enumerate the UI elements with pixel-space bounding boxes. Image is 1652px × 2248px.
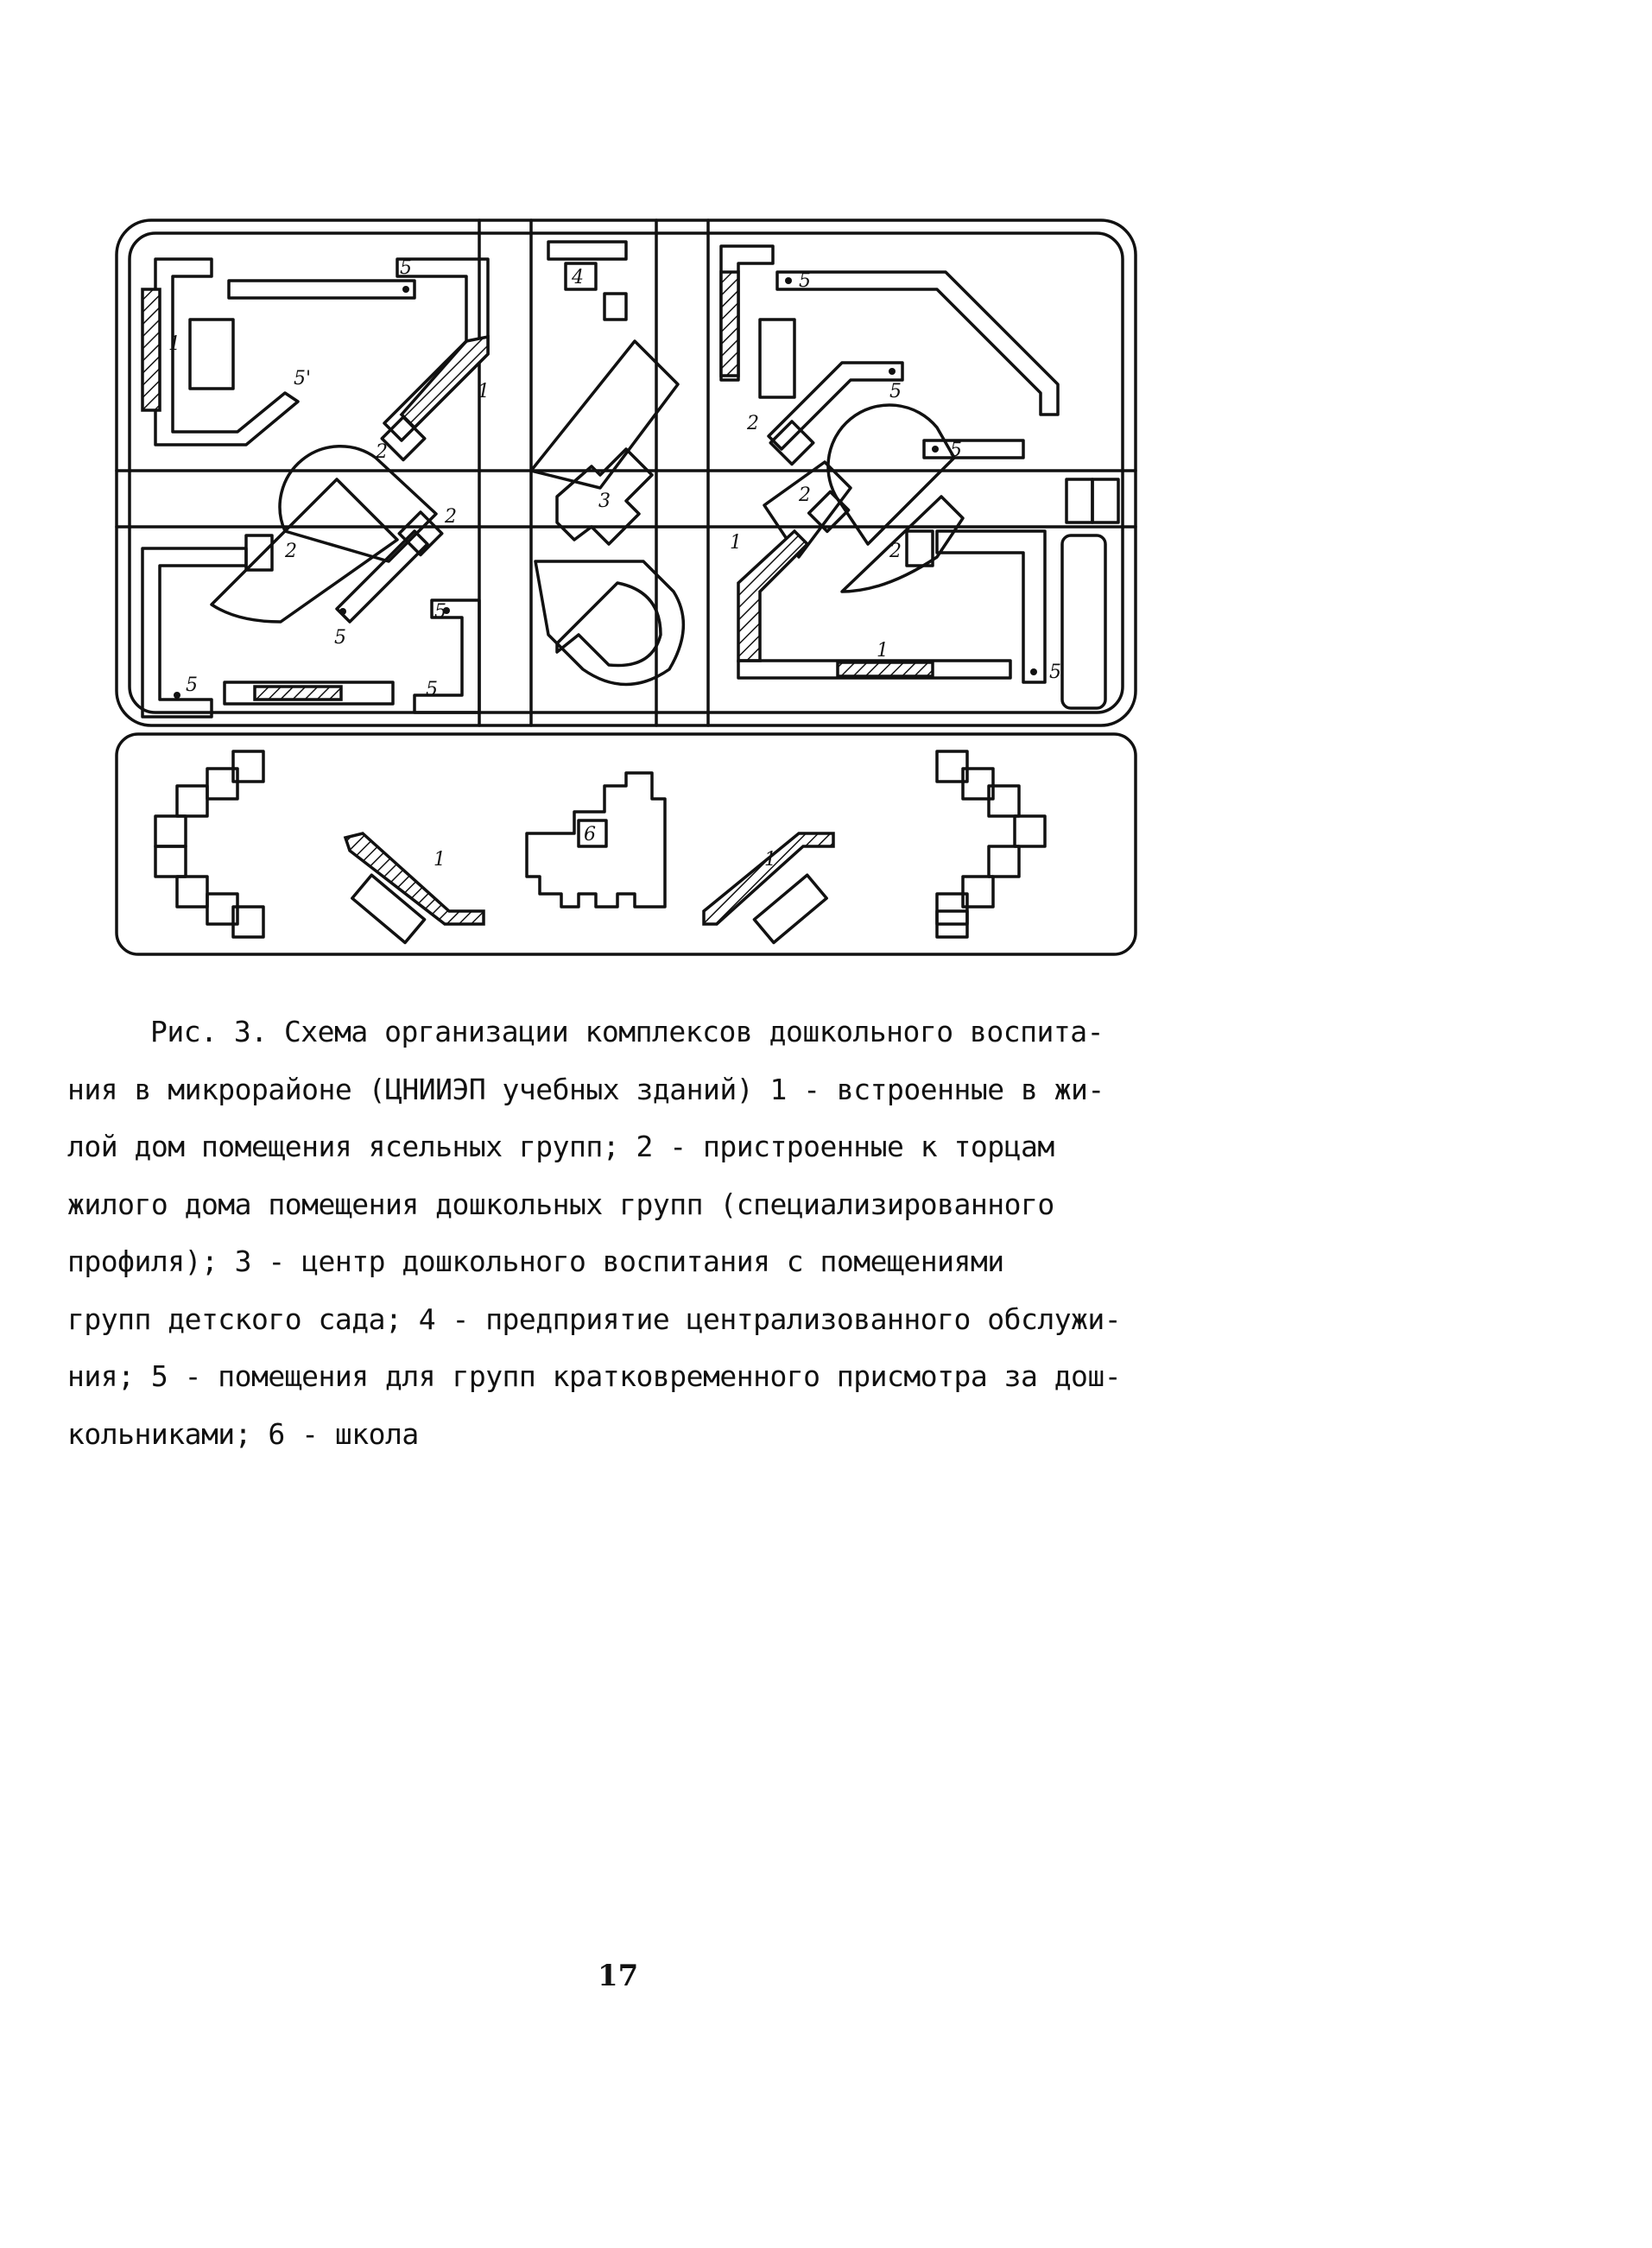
svg-text:2: 2 (746, 413, 759, 434)
hatched-nursery-1a (141, 288, 161, 412)
svg-text:1: 1 (434, 849, 446, 871)
svg-text:2: 2 (444, 506, 457, 528)
svg-text:1: 1 (168, 333, 180, 355)
caption-line: ния; 5 - помещения для групп кратковреме… (67, 1359, 1122, 1393)
caption-line: ния в микрорайоне (ЦНИИЭП учебных зданий… (67, 1072, 1104, 1106)
svg-text:2: 2 (798, 484, 811, 506)
svg-text:5: 5 (1049, 662, 1061, 683)
svg-text:2: 2 (375, 441, 388, 463)
hatched-nursery-1g (343, 832, 485, 926)
upper-block-outline (115, 218, 1137, 727)
caption-line: кольниками; 6 - школа (67, 1416, 419, 1451)
svg-text:1: 1 (478, 381, 490, 402)
upper-block-inner (128, 231, 1124, 714)
svg-text:5: 5 (889, 381, 902, 402)
preschool-center-3 (555, 447, 654, 546)
svg-text:1: 1 (730, 532, 742, 554)
school-6 (525, 771, 667, 909)
svg-text:5: 5 (426, 679, 438, 700)
svg-text:5: 5 (400, 257, 412, 279)
svg-text:2: 2 (284, 541, 297, 562)
hatched-nursery-1h (702, 832, 835, 926)
hatched-nursery-1b (399, 334, 490, 430)
stepped-towers-left (154, 750, 265, 939)
caption-line: лой дом помещения ясельных групп; 2 - пр… (67, 1130, 1054, 1163)
play-court-left (210, 478, 399, 624)
svg-text:5: 5 (186, 674, 198, 696)
svg-text:4: 4 (571, 267, 584, 288)
hatched-nursery-1f (836, 661, 934, 678)
svg-text:5: 5 (434, 601, 446, 623)
svg-text:5: 5 (799, 270, 811, 292)
annex-2-right (905, 529, 934, 567)
microdistrict-plan-figure: 1 5 5' 1 2 2 2 5 5 5 5 4 3 5 5 2 5 (108, 212, 1144, 972)
service-enterprise-4 (564, 262, 598, 291)
svg-text:3: 3 (598, 491, 611, 512)
svg-text:1: 1 (877, 640, 889, 662)
svg-text:6: 6 (584, 824, 596, 845)
caption-line: жилого дома помещения дошкольных групп (… (67, 1187, 1054, 1221)
hatched-nursery-1e (737, 529, 810, 662)
svg-text:5': 5' (294, 368, 311, 389)
hatched-nursery-1c (253, 685, 343, 701)
hatched-nursery-1d (719, 270, 740, 377)
page-number: 17 (598, 1959, 639, 1993)
figure-caption: Рис. 3. Схема организации комплексов дош… (67, 1004, 1164, 1463)
caption-line: профиля); 3 - центр дошкольного воспитан… (67, 1244, 1004, 1278)
stepped-towers-right (935, 750, 1047, 939)
building-left-upper-L (154, 257, 300, 446)
svg-text:1: 1 (764, 849, 776, 871)
svg-text:5: 5 (334, 627, 346, 649)
caption-line: Рис. 3. Схема организации комплексов дош… (150, 1015, 1104, 1048)
svg-text:2: 2 (889, 541, 902, 562)
plan-drawing: 1 5 5' 1 2 2 2 5 5 5 5 4 3 5 5 2 5 (115, 218, 1137, 956)
lower-block-outline (115, 732, 1137, 956)
caption-line: групп детского сада; 4 - предприятие цен… (67, 1301, 1122, 1336)
